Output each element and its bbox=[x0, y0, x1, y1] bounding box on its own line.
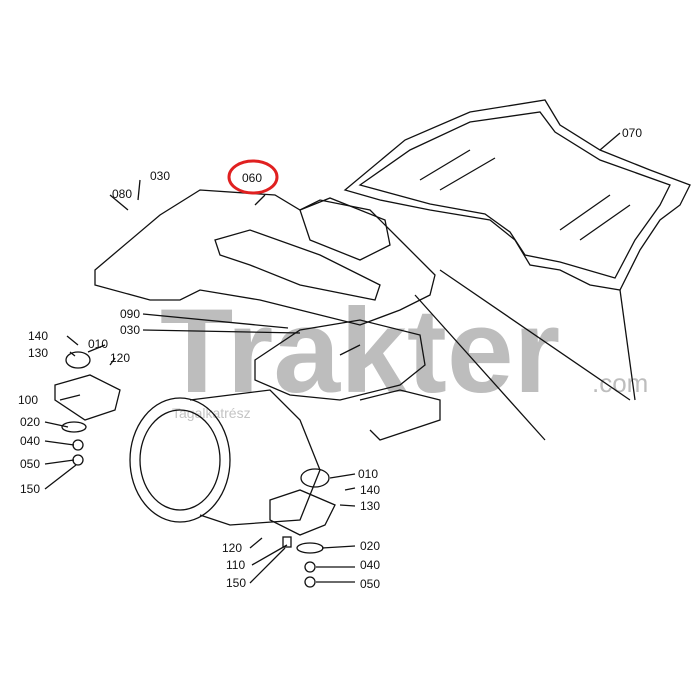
callout-060[interactable]: 060 bbox=[242, 171, 262, 185]
callout-040[interactable]: 040 bbox=[360, 558, 380, 572]
watermark: Trakter .com Tagalkatrész bbox=[160, 284, 648, 421]
callout-010[interactable]: 010 bbox=[358, 467, 378, 481]
watermark-brand: Trakter bbox=[160, 284, 560, 418]
callout-labels: 070 060 080 030 090 030 140 130 010 120 … bbox=[18, 126, 642, 591]
watermark-tagline: Tagalkatrész bbox=[172, 405, 251, 421]
callout-050[interactable]: 050 bbox=[360, 577, 380, 591]
callout-030[interactable]: 030 bbox=[120, 323, 140, 337]
callout-070[interactable]: 070 bbox=[622, 126, 642, 140]
left-mount bbox=[54, 351, 121, 466]
callout-010[interactable]: 010 bbox=[88, 337, 108, 351]
callout-140[interactable]: 140 bbox=[360, 483, 380, 497]
highlight-circle-060 bbox=[227, 159, 279, 195]
right-mount bbox=[269, 468, 336, 588]
callout-020[interactable]: 020 bbox=[360, 539, 380, 553]
callout-130[interactable]: 130 bbox=[360, 499, 380, 513]
callout-040[interactable]: 040 bbox=[20, 434, 40, 448]
callout-120[interactable]: 120 bbox=[222, 541, 242, 555]
callout-030[interactable]: 030 bbox=[150, 169, 170, 183]
callout-100[interactable]: 100 bbox=[18, 393, 38, 407]
callout-110[interactable]: 110 bbox=[226, 558, 245, 572]
callout-130[interactable]: 130 bbox=[28, 346, 48, 360]
callout-020[interactable]: 020 bbox=[20, 415, 40, 429]
callout-090[interactable]: 090 bbox=[120, 307, 140, 321]
drawing-lines bbox=[44, 99, 691, 588]
callout-150[interactable]: 150 bbox=[20, 482, 40, 496]
callout-150[interactable]: 150 bbox=[226, 576, 246, 590]
floor-mat-070 bbox=[343, 99, 691, 291]
callout-050[interactable]: 050 bbox=[20, 457, 40, 471]
callout-080[interactable]: 080 bbox=[112, 187, 132, 201]
callout-120[interactable]: 120 bbox=[110, 351, 130, 365]
floor-plate-060 bbox=[94, 189, 436, 401]
callout-140[interactable]: 140 bbox=[28, 329, 48, 343]
